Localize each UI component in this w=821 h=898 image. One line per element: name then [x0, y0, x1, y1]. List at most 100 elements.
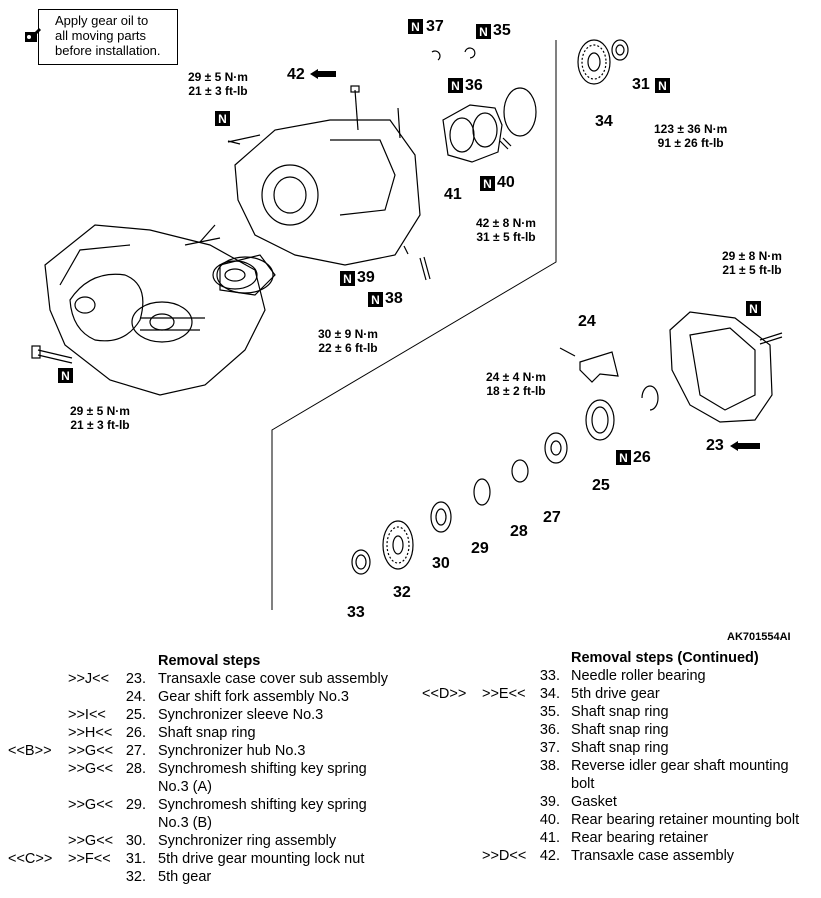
- bolt-lower-left-drawing: [31, 345, 73, 364]
- step-text-continued: No.3 (A): [158, 779, 212, 795]
- rear-bearing-retainer-drawing: [442, 104, 512, 163]
- gear-oil-note-text: Apply gear oil to all moving parts befor…: [55, 13, 161, 58]
- step-text: Synchronizer ring assembly: [158, 833, 337, 849]
- part-number: 33: [347, 604, 365, 621]
- part-label-42: 42: [287, 66, 305, 84]
- n-mark-text: N: [411, 20, 420, 34]
- part-number: 36: [465, 77, 483, 94]
- key-spring-a-drawing: [511, 459, 529, 483]
- note-line-1: Apply gear oil to: [55, 13, 149, 28]
- steps-header-row: Removal steps: [0, 652, 420, 670]
- torque-metric: 123 ± 36 N·m: [654, 122, 728, 136]
- step-text: Rear bearing retainer: [571, 830, 709, 846]
- step-row: >>J<<23.Transaxle case cover sub assembl…: [0, 670, 420, 688]
- part-label-31: 31: [632, 76, 650, 94]
- n-mark-text: N: [619, 451, 628, 465]
- step-number: 31.: [125, 851, 146, 867]
- torque-metric: 29 ± 5 N·m: [70, 404, 130, 418]
- part-number: 41: [444, 186, 462, 203]
- step-text: Needle roller bearing: [571, 668, 706, 684]
- part-number: 28: [510, 523, 528, 540]
- n-mark-39: N: [340, 271, 355, 286]
- note-line-3: before installation.: [55, 43, 161, 58]
- step-tag-removal: >>D<<: [482, 848, 527, 864]
- step-row: <<B>>>>G<<27.Synchronizer hub No.3: [0, 742, 420, 760]
- torque-metric: 24 ± 4 N·m: [486, 370, 546, 384]
- part-label-24: 24: [578, 313, 596, 331]
- torque-imperial: 21 ± 3 ft-lb: [188, 84, 248, 98]
- n-mark-text: N: [371, 293, 380, 307]
- step-row: 35.Shaft snap ring: [414, 703, 821, 721]
- part-number: 23: [706, 437, 724, 454]
- snap-ring-35-drawing: [503, 87, 537, 137]
- step-tag-install: <<B>>: [8, 743, 52, 759]
- step-text: Synchronizer hub No.3: [158, 743, 306, 759]
- step-row: <<D>>>>E<<34.5th drive gear: [414, 685, 821, 703]
- part-number: 26: [633, 449, 651, 466]
- step-row: >>I<<25.Synchronizer sleeve No.3: [0, 706, 420, 724]
- step-tag-removal: >>F<<: [68, 851, 111, 867]
- torque-imperial: 91 ± 26 ft-lb: [657, 136, 724, 150]
- step-row: 39.Gasket: [414, 793, 821, 811]
- part-label-23: 23: [706, 437, 724, 455]
- snap-ring-36-drawing: [464, 47, 476, 59]
- step-row: 41. Rear bearing retainer: [414, 829, 821, 847]
- fifth-drive-gear-drawing: [577, 39, 611, 85]
- step-tag-removal: >>G<<: [68, 743, 114, 759]
- step-text: 5th drive gear mounting lock nut: [158, 851, 365, 867]
- torque-metric: 29 ± 5 N·m: [188, 70, 248, 84]
- step-tag-removal: >>H<<: [68, 725, 113, 741]
- step-text: Synchromesh shifting key spring: [158, 761, 367, 777]
- step-number: 25.: [125, 707, 146, 723]
- oil-can-icon: [25, 28, 41, 42]
- steps-list: >>J<<23.Transaxle case cover sub assembl…: [0, 670, 420, 886]
- step-tag-removal: >>J<<: [68, 671, 110, 687]
- step-text: Reverse idler gear shaft mounting: [571, 758, 789, 774]
- step-text: Shaft snap ring: [571, 740, 669, 756]
- step-tag-removal: >>G<<: [68, 761, 114, 777]
- n-mark-35: N: [476, 24, 491, 39]
- step-number: 41.: [539, 830, 560, 846]
- part-number: 30: [432, 555, 450, 572]
- key-spring-b-drawing: [473, 478, 491, 506]
- step-text: Gear shift fork assembly No.3: [158, 689, 349, 705]
- snap-ring-37-drawing: [431, 50, 441, 61]
- part-label-41: 41: [444, 186, 462, 204]
- step-number: 26.: [125, 725, 146, 741]
- needle-bearing-drawing: [351, 549, 371, 575]
- step-row: 24.Gear shift fork assembly No.3: [0, 688, 420, 706]
- synchronizer-sleeve-drawing: [585, 399, 615, 441]
- fifth-gear-drawing: [382, 520, 414, 570]
- n-mark-text: N: [658, 79, 667, 93]
- step-number: 39.: [539, 794, 560, 810]
- part-number: 29: [471, 540, 489, 557]
- transaxle-case-drawing: [227, 85, 421, 266]
- step-text: 5th drive gear: [571, 686, 660, 702]
- case-cover-drawing: [669, 311, 783, 423]
- torque-38: 30 ± 9 N·m 22 ± 6 ft-lb: [318, 327, 378, 355]
- n-mark-text: N: [218, 112, 227, 126]
- step-number: 28.: [125, 761, 146, 777]
- part-number: 32: [393, 584, 411, 601]
- diagram-drawing: [31, 39, 783, 610]
- n-mark-upper-left: N: [215, 111, 230, 126]
- step-row: 37.Shaft snap ring: [414, 739, 821, 757]
- torque-imperial: 21 ± 3 ft-lb: [70, 418, 130, 432]
- n-mark-37: N: [408, 19, 423, 34]
- torque-metric: 42 ± 8 N·m: [476, 216, 536, 230]
- step-row: >>D<<42.Transaxle case assembly: [414, 847, 821, 865]
- step-text: Shaft snap ring: [571, 722, 669, 738]
- part-label-27: 27: [543, 509, 561, 527]
- step-row: <<C>>>>F<<31.5th drive gear mounting loc…: [0, 850, 420, 868]
- n-mark-lower-left: N: [58, 368, 73, 383]
- torque-case-cover: 29 ± 8 N·m 21 ± 5 ft-lb: [722, 249, 782, 277]
- step-row: 40.Rear bearing retainer mounting bolt: [414, 811, 821, 829]
- n-mark-text: N: [343, 272, 352, 286]
- steps-header: Removal steps (Continued): [571, 650, 759, 666]
- part-number: 24: [578, 313, 596, 330]
- n-mark-text: N: [451, 79, 460, 93]
- step-tag-install: <<D>>: [422, 686, 467, 702]
- step-text: Transaxle case cover sub assembly: [158, 671, 388, 687]
